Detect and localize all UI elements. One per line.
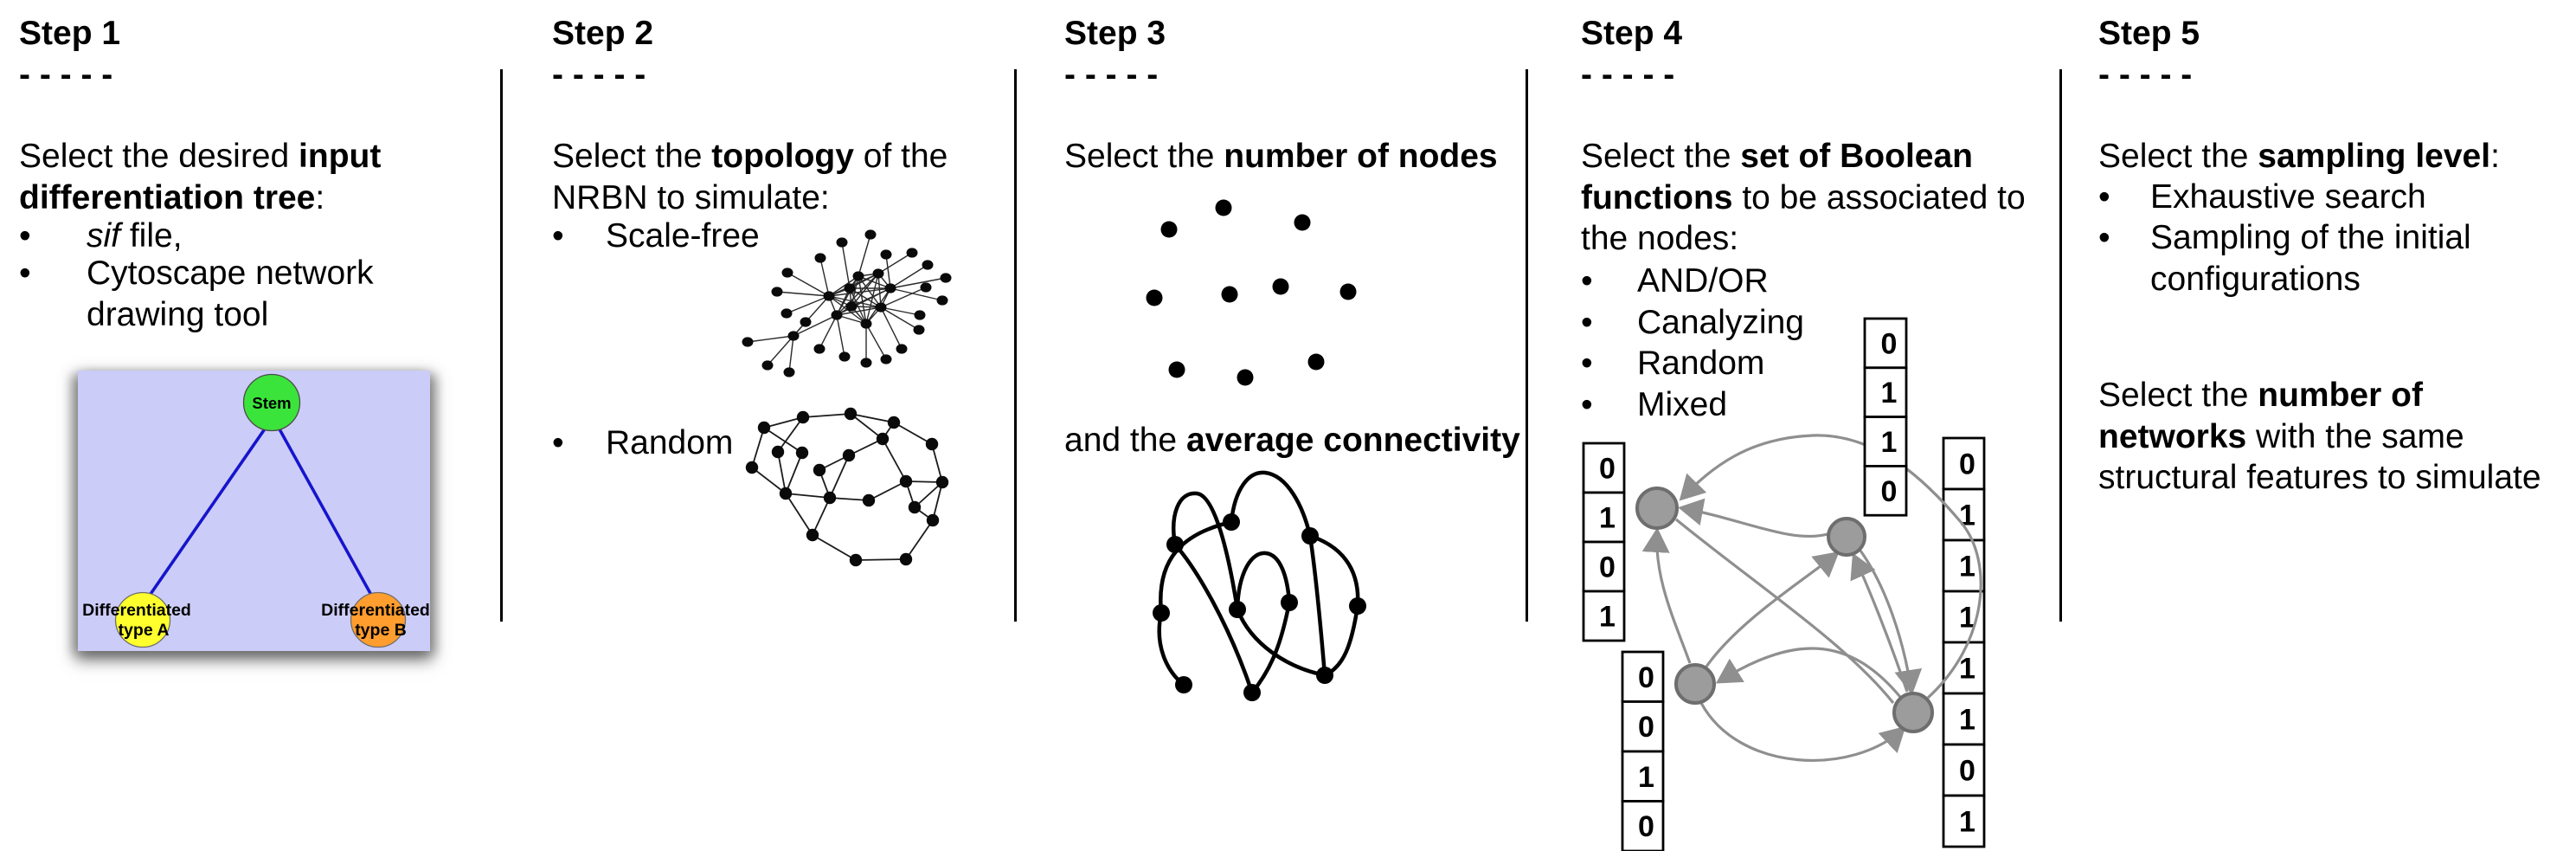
svg-text:0: 0 — [1881, 475, 1898, 508]
svg-text:Differentiated: Differentiated — [82, 601, 191, 620]
svg-text:1: 1 — [1959, 704, 1975, 737]
svg-text:Stem: Stem — [252, 394, 291, 412]
svg-text:1: 1 — [1881, 377, 1898, 409]
svg-text:0: 0 — [1599, 551, 1616, 584]
svg-text:1: 1 — [1599, 601, 1616, 634]
svg-text:0: 0 — [1638, 711, 1654, 744]
svg-text:1: 1 — [1959, 602, 1975, 635]
svg-text:0: 0 — [1638, 810, 1654, 843]
svg-text:1: 1 — [1959, 500, 1975, 532]
svg-text:0: 0 — [1638, 661, 1654, 694]
svg-text:type B: type B — [355, 621, 407, 640]
svg-text:1: 1 — [1638, 761, 1654, 794]
svg-text:1: 1 — [1959, 551, 1975, 583]
svg-text:1: 1 — [1959, 653, 1975, 686]
svg-text:type A: type A — [119, 621, 170, 640]
svg-text:1: 1 — [1599, 502, 1616, 535]
svg-text:0: 0 — [1959, 755, 1975, 788]
svg-text:Differentiated: Differentiated — [321, 601, 430, 620]
svg-text:0: 0 — [1599, 453, 1616, 486]
svg-text:0: 0 — [1881, 327, 1898, 360]
svg-text:1: 1 — [1959, 806, 1975, 839]
svg-text:0: 0 — [1959, 448, 1975, 481]
svg-text:1: 1 — [1881, 426, 1898, 459]
